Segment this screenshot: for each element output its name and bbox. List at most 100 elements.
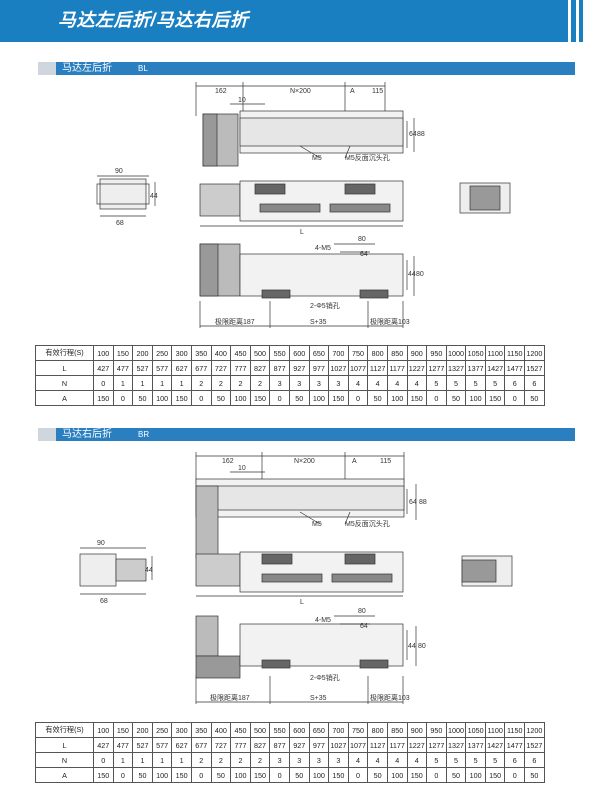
technical-drawing-bl: 162 N×200 A 115 10 64 88 M5 M5反面沉头孔 90 6… (96, 82, 511, 328)
table-cell: 50 (367, 767, 388, 783)
table-cell: 4 (406, 752, 428, 768)
row-header: L (35, 737, 94, 753)
header-stripe (571, 0, 576, 42)
table-cell: 0 (347, 767, 369, 783)
table-cell: 350 (190, 722, 212, 738)
table-cell: 850 (386, 722, 408, 738)
dim-limit187: 极限距离187 (210, 693, 250, 702)
table-cell: 727 (210, 360, 232, 376)
table-cell: 1000 (445, 722, 467, 738)
table-cell: 700 (328, 345, 349, 361)
table-cell: 150 (112, 722, 134, 738)
table-cell: 577 (151, 360, 173, 376)
table-cell: 1200 (524, 722, 545, 738)
dim-44: 44 (145, 567, 153, 574)
table-cell: 150 (328, 767, 349, 783)
dim-m5-back: M5反面沉头孔 (345, 153, 390, 162)
table-cell: 500 (249, 722, 271, 738)
table-cell: 1100 (484, 345, 506, 361)
table-cell: 1377 (465, 360, 486, 376)
table-cell: 877 (269, 360, 290, 376)
table-cell: 100 (386, 767, 408, 783)
table-cell: 877 (269, 737, 290, 753)
table-cell: 0 (112, 767, 134, 783)
table-cell: 100 (465, 390, 486, 406)
section-tag (38, 62, 56, 75)
table-cell: 400 (210, 345, 232, 361)
table-cell: 5 (484, 752, 506, 768)
table-cell: 1 (112, 752, 134, 768)
section-code: BR (138, 430, 150, 439)
table-cell: 0 (426, 767, 447, 783)
dim-44b: 44 (408, 643, 416, 650)
table-cell: 1227 (406, 737, 428, 753)
table-cell: 527 (132, 737, 153, 753)
page-header: 马达左后折/马达右后折 (0, 0, 605, 42)
table-cell: 150 (249, 767, 271, 783)
table-cell: 2 (249, 375, 271, 391)
table-cell: 3 (308, 752, 330, 768)
section-tag (38, 428, 56, 441)
table-cell: 800 (367, 345, 388, 361)
table-cell: 777 (230, 737, 251, 753)
dim-m5: M5 (312, 521, 322, 528)
table-cell: 4 (406, 375, 428, 391)
table-cell: 100 (465, 767, 486, 783)
dim-64b: 64 (360, 623, 368, 630)
table-cell: 2 (190, 752, 212, 768)
dim-115: 115 (372, 88, 383, 95)
table-cell: 2 (190, 375, 212, 391)
table-cell: 1477 (504, 737, 526, 753)
dim-limit103: 极限距离103 (370, 693, 410, 702)
table-cell: 1 (132, 375, 153, 391)
table-cell: 2 (210, 752, 232, 768)
table-cell: 750 (347, 345, 369, 361)
table-cell: 4 (347, 375, 369, 391)
section-bar-br: 马达右后折 BR (38, 428, 575, 441)
table-cell: 700 (328, 722, 349, 738)
table-cell: 250 (151, 345, 173, 361)
dim-68: 68 (100, 598, 108, 605)
table-cell: 5 (445, 375, 467, 391)
table-cell: 6 (524, 375, 545, 391)
dim-pin: 2-Φ5销孔 (310, 301, 340, 310)
table-cell: 1 (171, 375, 192, 391)
table-cell: 150 (171, 767, 192, 783)
table-cell: 2 (230, 752, 251, 768)
table-cell: 50 (288, 767, 310, 783)
table-cell: 1477 (504, 360, 526, 376)
table-cell: 0 (190, 390, 212, 406)
table-cell: 1327 (445, 360, 467, 376)
dim-s35: S+35 (310, 695, 327, 702)
table-cell: 600 (288, 345, 310, 361)
section-bar-bl: 马达左后折 BL (38, 62, 575, 75)
table-cell: 0 (504, 390, 526, 406)
table-cell: 477 (112, 360, 134, 376)
dim-4m5: 4-M5 (315, 245, 331, 252)
dim-44b: 44 (408, 271, 416, 278)
table-cell: 0 (269, 390, 290, 406)
table-cell: 4 (386, 752, 408, 768)
table-cell: 0 (347, 390, 369, 406)
table-cell: 150 (328, 390, 349, 406)
table-cell: 100 (308, 767, 330, 783)
table-cell: 5 (426, 752, 447, 768)
table-cell: 150 (171, 390, 192, 406)
table-cell: 2 (210, 375, 232, 391)
table-cell: 3 (269, 375, 290, 391)
table-cell: 150 (93, 390, 114, 406)
table-cell: 850 (386, 345, 408, 361)
table-cell: 150 (249, 390, 271, 406)
table-cell: 450 (230, 722, 251, 738)
table-cell: 4 (386, 375, 408, 391)
table-cell: 400 (210, 722, 232, 738)
table-cell: 100 (151, 390, 173, 406)
table-cell: 827 (249, 737, 271, 753)
